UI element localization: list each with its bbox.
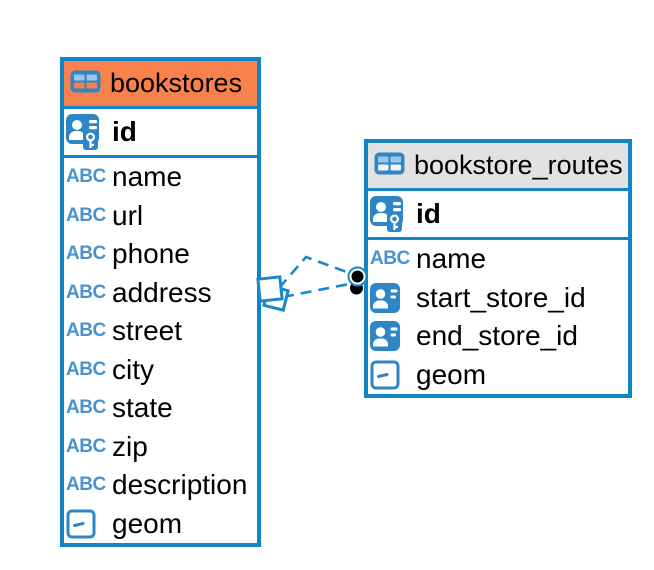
table-icon: [70, 70, 101, 98]
column-row[interactable]: ABC state: [64, 389, 257, 428]
text-type-icon: ABC: [66, 358, 106, 380]
text-type-icon: ABC: [66, 166, 106, 188]
column-name: state: [112, 392, 173, 424]
column-name: geom: [416, 358, 487, 390]
column-name: zip: [112, 430, 148, 462]
text-type-icon: ABC: [66, 435, 106, 457]
primary-key-row[interactable]: id: [368, 188, 628, 240]
table-icon: [374, 152, 405, 180]
table-name: bookstore_routes: [414, 150, 623, 180]
table-bookstore-routes[interactable]: bookstore_routes id: [364, 139, 632, 398]
column-row[interactable]: ABC street: [64, 312, 257, 351]
column-name: end_store_id: [416, 320, 578, 352]
column-name: address: [112, 276, 212, 308]
column-name: id: [416, 198, 441, 229]
primary-key-icon: [370, 195, 414, 233]
table-header[interactable]: bookstores: [64, 61, 257, 106]
column-row[interactable]: ABC phone: [64, 235, 257, 274]
text-type-icon: ABC: [66, 397, 106, 419]
column-name: description: [112, 469, 248, 501]
relationship-source-marker[interactable]: [256, 275, 290, 312]
column-name: id: [112, 116, 137, 147]
column-name: city: [112, 353, 154, 385]
column-row[interactable]: geom: [64, 505, 257, 544]
column-row[interactable]: ABC address: [64, 274, 257, 313]
column-name: start_store_id: [416, 281, 586, 313]
column-row[interactable]: ABC description: [64, 466, 257, 505]
table-name: bookstores: [110, 68, 243, 98]
column-row[interactable]: ABC name: [64, 158, 257, 197]
column-name: name: [416, 243, 487, 275]
table-bookstores[interactable]: bookstores id ABC: [60, 57, 261, 547]
column-row[interactable]: ABC zip: [64, 428, 257, 467]
column-row[interactable]: end_store_id: [368, 317, 628, 356]
column-row[interactable]: ABC url: [64, 197, 257, 236]
column-row[interactable]: geom: [368, 356, 628, 395]
geometry-type-icon: [66, 509, 110, 539]
table-header[interactable]: bookstore_routes: [368, 143, 628, 188]
text-type-icon: ABC: [66, 474, 106, 496]
geometry-type-icon: [370, 360, 414, 390]
primary-key-row[interactable]: id: [64, 106, 257, 158]
reference-type-icon: [370, 282, 414, 313]
reference-type-icon: [370, 321, 414, 352]
text-type-icon: ABC: [66, 320, 106, 342]
relationship-line[interactable]: [278, 255, 353, 299]
text-type-icon: ABC: [370, 248, 410, 270]
column-name: geom: [112, 507, 183, 539]
primary-key-icon: [66, 113, 110, 151]
text-type-icon: ABC: [66, 281, 106, 303]
column-row[interactable]: ABC city: [64, 351, 257, 390]
relationship-target-marker[interactable]: [347, 266, 368, 295]
column-row[interactable]: ABC name: [368, 240, 628, 279]
text-type-icon: ABC: [66, 204, 106, 226]
column-name: url: [112, 199, 144, 231]
column-name: name: [112, 161, 183, 193]
column-name: phone: [112, 238, 190, 270]
column-row[interactable]: start_store_id: [368, 279, 628, 318]
column-name: street: [112, 315, 183, 347]
text-type-icon: ABC: [66, 243, 106, 265]
